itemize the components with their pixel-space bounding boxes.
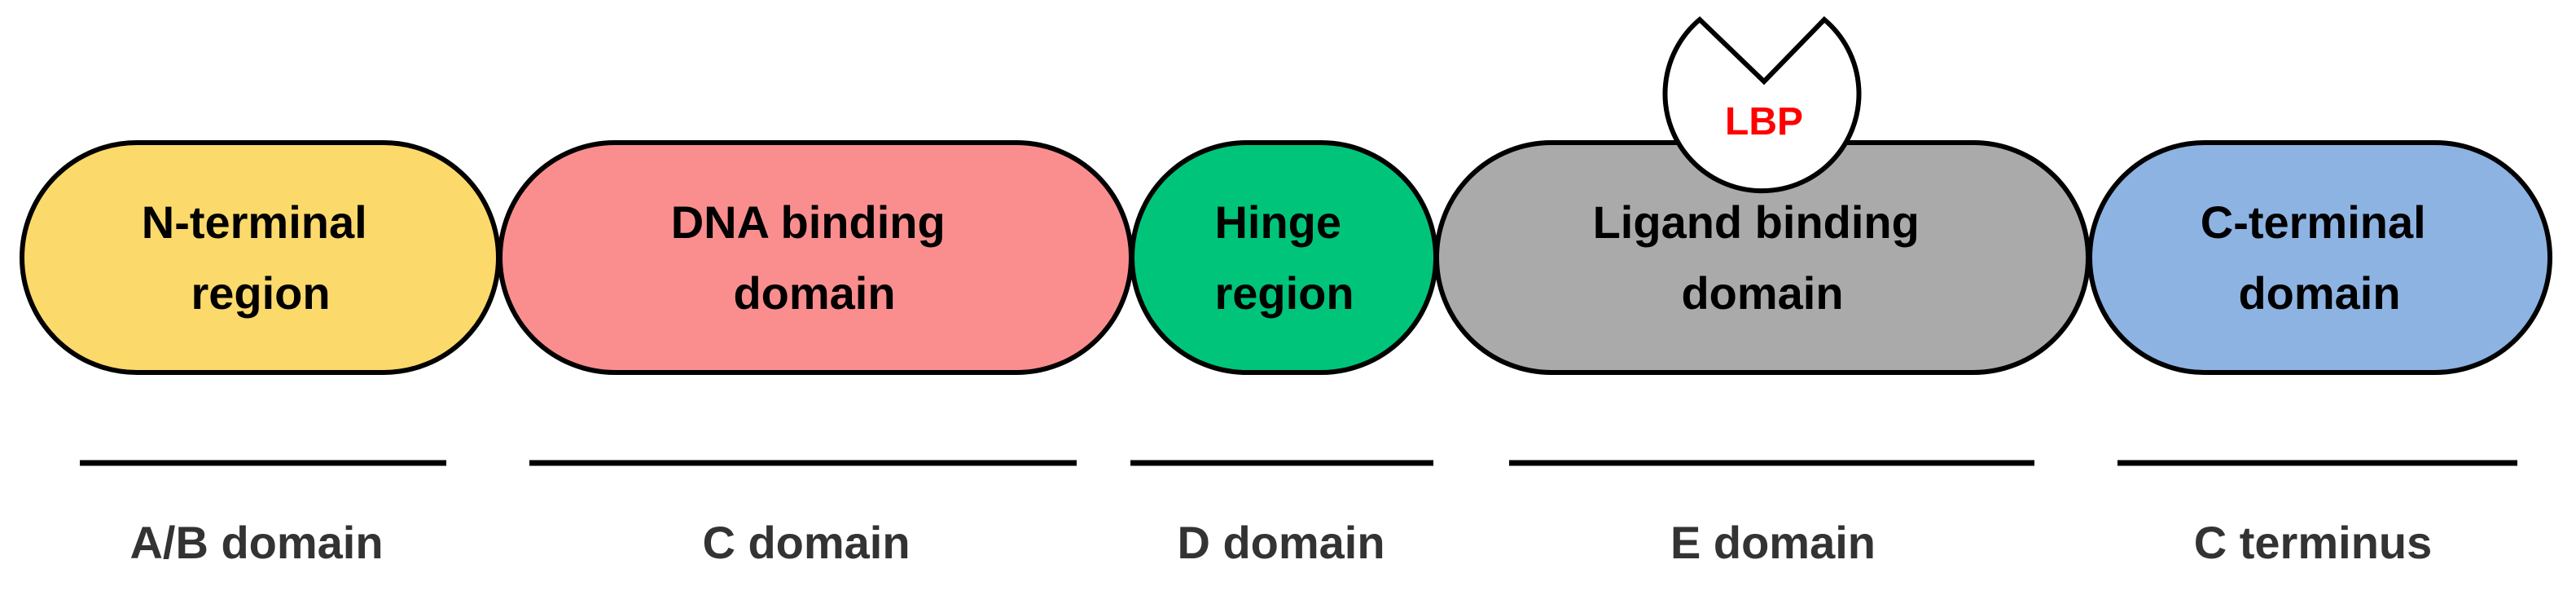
region-labels: N-terminal region DNA binding domain Hin… <box>142 196 2439 319</box>
dna-binding-domain-shape <box>498 140 1134 375</box>
dna-binding-domain-label-line-2: domain <box>733 267 895 319</box>
c-domain-label: C domain <box>702 517 910 568</box>
c-terminal-domain-shape <box>2087 140 2552 375</box>
domain-labels: A/B domain C domain D domain E domain C … <box>129 517 2432 568</box>
dna-binding-domain-label: DNA binding domain <box>671 196 959 319</box>
c-terminal-domain-label-line-1: C-terminal <box>2201 196 2426 248</box>
c-terminal-domain-label-line-2: domain <box>2238 267 2400 319</box>
n-terminal-region-shape <box>20 140 501 375</box>
ligand-binding-domain-label-line-1: Ligand binding <box>1593 196 1920 248</box>
n-terminal-region-label: N-terminal region <box>142 196 380 319</box>
hinge-region-label-line-2: region <box>1214 267 1354 319</box>
n-terminal-region-label-line-2: region <box>191 267 330 319</box>
hinge-region-shape <box>1130 140 1438 375</box>
d-domain-label: D domain <box>1177 517 1385 568</box>
c-terminal-domain-label: C-terminal domain <box>2201 196 2439 319</box>
lbp-label: LBP <box>1725 100 1803 143</box>
e-domain-label: E domain <box>1670 517 1876 568</box>
n-terminal-region-label-line-1: N-terminal <box>142 196 367 248</box>
dna-binding-domain-label-line-1: DNA binding <box>671 196 946 248</box>
hinge-region-label-line-1: Hinge <box>1214 196 1341 248</box>
ligand-binding-pocket-shape <box>1662 15 1862 194</box>
c-terminus-label: C terminus <box>2194 517 2433 568</box>
hinge-region-label: Hinge region <box>1214 196 1354 319</box>
a-b-domain-label: A/B domain <box>129 517 383 568</box>
ligand-binding-domain-label: Ligand binding domain <box>1593 196 1933 319</box>
region-shapes <box>20 140 2552 375</box>
ligand-binding-domain-label-line-2: domain <box>1681 267 1843 319</box>
ligand-binding-pocket: LBP <box>1662 15 1862 194</box>
